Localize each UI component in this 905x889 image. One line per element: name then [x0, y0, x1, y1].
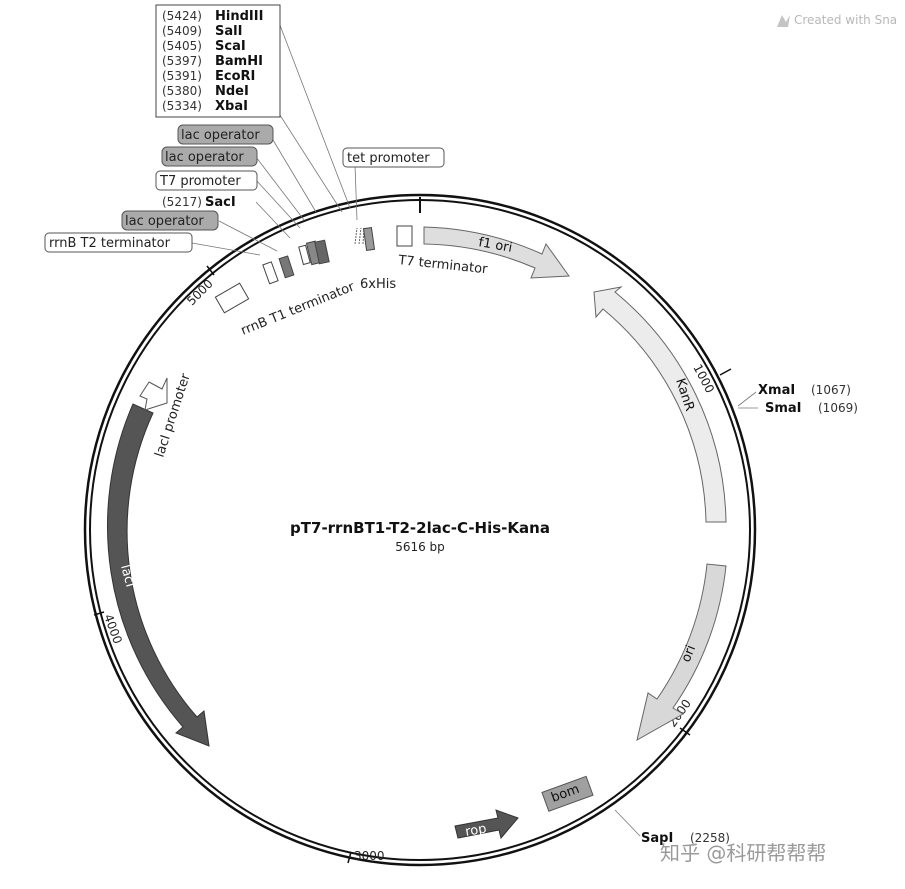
- site-scai-pos: (5405): [162, 39, 202, 53]
- site-hindiii-pos: (5424): [162, 9, 202, 23]
- lac-operator-3-label: lac operator: [125, 214, 204, 229]
- site-scai-name: ScaI: [215, 39, 246, 54]
- site-bamhi-name: BamHI: [215, 54, 263, 69]
- leader-lines: [191, 19, 758, 837]
- feature-small-markers: [262, 225, 413, 285]
- rrnb-t1-terminator-label: rrnB T1 terminator: [239, 279, 357, 338]
- feature-laci[interactable]: lacI: [107, 403, 210, 747]
- site-ecori-name: EcoRI: [215, 69, 255, 84]
- site-xbai-pos: (5334): [162, 99, 202, 113]
- feature-lac-operator-3[interactable]: lac operator: [121, 210, 219, 231]
- site-ndei-name: NdeI: [215, 84, 249, 99]
- plasmid-backbone: [83, 193, 757, 867]
- lac-operator-2-label: lac operator: [165, 150, 244, 165]
- site-sali-name: SalI: [215, 24, 242, 39]
- site-ndei-pos: (5380): [162, 84, 202, 98]
- site-saci-pos: (5217): [162, 195, 202, 209]
- site-xbai[interactable]: (5334) XbaI: [162, 99, 248, 114]
- feature-his-tag[interactable]: 6xHis: [360, 277, 396, 292]
- feature-rrnb-t2-terminator[interactable]: rrnB T2 terminator: [44, 232, 193, 253]
- tick-label-3000: 3000: [354, 849, 385, 863]
- site-xmai-pos: (1067): [811, 383, 851, 397]
- ori-label: ori: [679, 643, 699, 664]
- lac-operator-1-label: lac operator: [181, 128, 260, 143]
- feature-rop[interactable]: rop: [454, 809, 519, 840]
- t7-promoter-label: T7 promoter: [159, 174, 241, 189]
- feature-f1-ori[interactable]: f1 ori: [423, 226, 570, 279]
- feature-lac-operator-1[interactable]: lac operator: [177, 124, 274, 145]
- site-scai[interactable]: (5405) ScaI: [162, 39, 246, 54]
- site-hindiii[interactable]: (5424) HindIII: [162, 9, 263, 24]
- rrnb-t2-terminator-label: rrnB T2 terminator: [49, 236, 171, 251]
- site-sapi-pos: (2258): [690, 831, 730, 845]
- credit: Created with Sna: [777, 13, 897, 27]
- backbone-outer-ring: [83, 193, 757, 867]
- feature-bom[interactable]: bom: [541, 775, 594, 812]
- his-tag-label: 6xHis: [360, 277, 396, 292]
- site-smai-pos: (1069): [818, 401, 858, 415]
- site-ecori-pos: (5391): [162, 69, 202, 83]
- site-saci-name: SacI: [205, 195, 236, 210]
- watermark: 知乎 @科研帮帮帮: [660, 841, 826, 865]
- feature-lac-operator-2[interactable]: lac operator: [161, 146, 258, 167]
- feature-rrnb-t1-terminator[interactable]: rrnB T1 terminator: [214, 279, 357, 339]
- laci-label: lacI: [117, 563, 137, 589]
- site-sapi-name: SapI: [641, 831, 673, 846]
- feature-t7-terminator[interactable]: T7 terminator: [397, 253, 489, 277]
- f1-ori-label: f1 ori: [477, 235, 513, 256]
- site-bamhi-pos: (5397): [162, 54, 202, 68]
- site-ecori[interactable]: (5391) EcoRI: [162, 69, 255, 84]
- feature-ori[interactable]: ori: [636, 563, 727, 741]
- site-sali[interactable]: (5409) SalI: [162, 24, 242, 39]
- site-smai-name: SmaI: [765, 401, 802, 416]
- site-ndei[interactable]: (5380) NdeI: [162, 84, 249, 99]
- watermark-text: 知乎 @科研帮帮帮: [660, 841, 826, 865]
- site-xmai-name: XmaI: [758, 383, 795, 398]
- site-smai[interactable]: SmaI (1069): [765, 401, 858, 416]
- credit-text: Created with Sna: [794, 13, 897, 27]
- rop-label: rop: [464, 821, 488, 839]
- site-hindiii-name: HindIII: [215, 9, 263, 24]
- t7-terminator-label: T7 terminator: [397, 253, 489, 277]
- laci-promoter-label: lacI promoter: [153, 371, 194, 459]
- tet-promoter-label: tet promoter: [347, 151, 430, 166]
- site-sapi[interactable]: SapI (2258): [641, 831, 730, 846]
- feature-kanr[interactable]: KanR: [593, 286, 727, 523]
- feature-t7-promoter[interactable]: T7 promoter: [155, 170, 258, 191]
- tick-3000: 3000: [347, 849, 385, 864]
- mcs-site-box: (5424) HindIII (5409) SalI (5405) ScaI (…: [155, 4, 281, 118]
- plasmid-title-block: pT7-rrnBT1-T2-2lac-C-His-Kana 5616 bp: [290, 519, 550, 554]
- site-bamhi[interactable]: (5397) BamHI: [162, 54, 263, 69]
- snapgene-logo-icon: [777, 15, 790, 27]
- plasmid-name: pT7-rrnBT1-T2-2lac-C-His-Kana: [290, 519, 550, 537]
- site-xmai[interactable]: XmaI (1067): [758, 383, 851, 398]
- site-xbai-name: XbaI: [215, 99, 248, 114]
- site-sali-pos: (5409): [162, 24, 202, 38]
- site-saci[interactable]: (5217) SacI: [162, 195, 236, 210]
- plasmid-length: 5616 bp: [395, 540, 445, 554]
- tick-label-5000: 5000: [184, 277, 215, 308]
- feature-tet-promoter[interactable]: tet promoter: [342, 147, 445, 168]
